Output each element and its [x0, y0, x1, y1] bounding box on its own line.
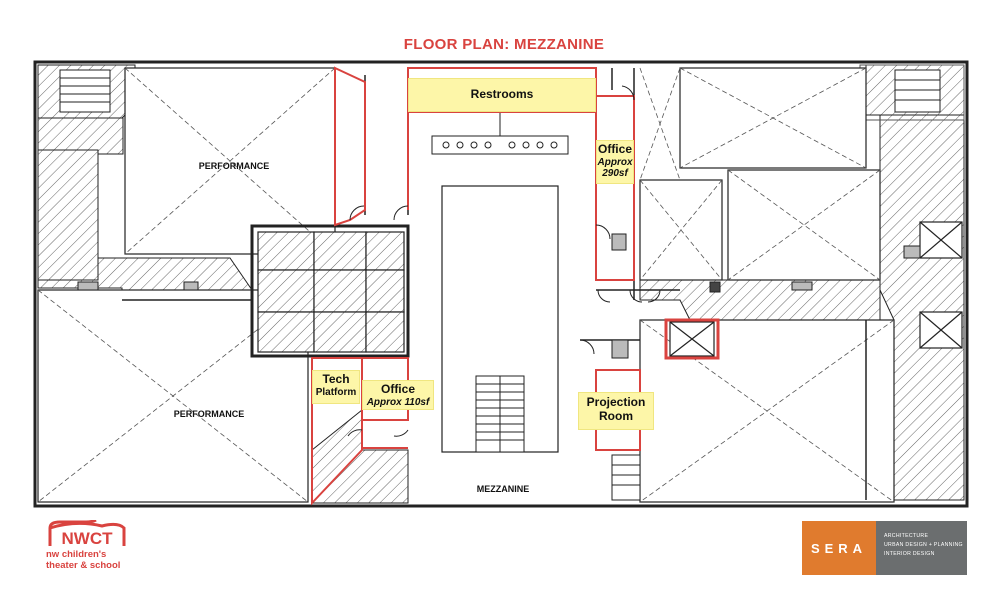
nwct-line1: nw children's: [46, 549, 107, 560]
room-label-mezzanine: MEZZANINE: [477, 484, 530, 494]
room-label-performance-upper: PERFORMANCE: [199, 161, 270, 171]
nwct-line2: theater & school: [46, 560, 121, 571]
sera-logo-mark: SERA: [802, 521, 876, 575]
restroom-fixtures: [431, 112, 569, 155]
elevators: [669, 221, 963, 357]
room-label-performance-lower: PERFORMANCE: [174, 409, 245, 419]
nwct-logo-mark: NWCT: [48, 520, 126, 548]
tag-office-upper-title: Office: [597, 142, 632, 156]
tag-projection-title1: Projection: [586, 395, 646, 409]
tag-office-lower-title: Office: [380, 382, 415, 396]
nwct-tagline: nw children's theater & school: [46, 549, 146, 571]
tag-restrooms-title: Restrooms: [470, 87, 534, 101]
tag-restrooms: Restrooms: [408, 78, 596, 112]
doors: [347, 85, 661, 437]
sera-line2: URBAN DESIGN + PLANNING: [884, 542, 963, 548]
nwct-wordmark: NWCT: [62, 529, 114, 548]
stair-grid: [250, 224, 410, 358]
sera-wordmark: SERA: [810, 540, 868, 556]
sera-line3: INTERIOR DESIGN: [884, 551, 935, 557]
equipment: [77, 233, 921, 359]
sera-line1: ARCHITECTURE: [884, 533, 929, 539]
tag-projection-room: Projection Room: [578, 392, 654, 430]
sera-services: ARCHITECTURE URBAN DESIGN + PLANNING INT…: [876, 521, 967, 575]
tag-office-upper-sub1: Approx: [597, 156, 633, 168]
tag-office-lower-sub: Approx 110sf: [366, 396, 430, 408]
tag-tech-platform: Tech Platform: [312, 370, 360, 404]
tag-tech-sub: Platform: [315, 386, 357, 398]
tag-tech-title: Tech: [322, 372, 350, 386]
tag-office-upper-sub2: 290sf: [602, 168, 628, 180]
page-title: FLOOR PLAN: MEZZANINE: [403, 36, 605, 53]
stairs: [59, 69, 941, 501]
tag-projection-title2: Room: [599, 408, 633, 423]
tag-office-upper: Office Approx 290sf: [596, 140, 634, 184]
tag-office-lower: Office Approx 110sf: [362, 380, 434, 410]
